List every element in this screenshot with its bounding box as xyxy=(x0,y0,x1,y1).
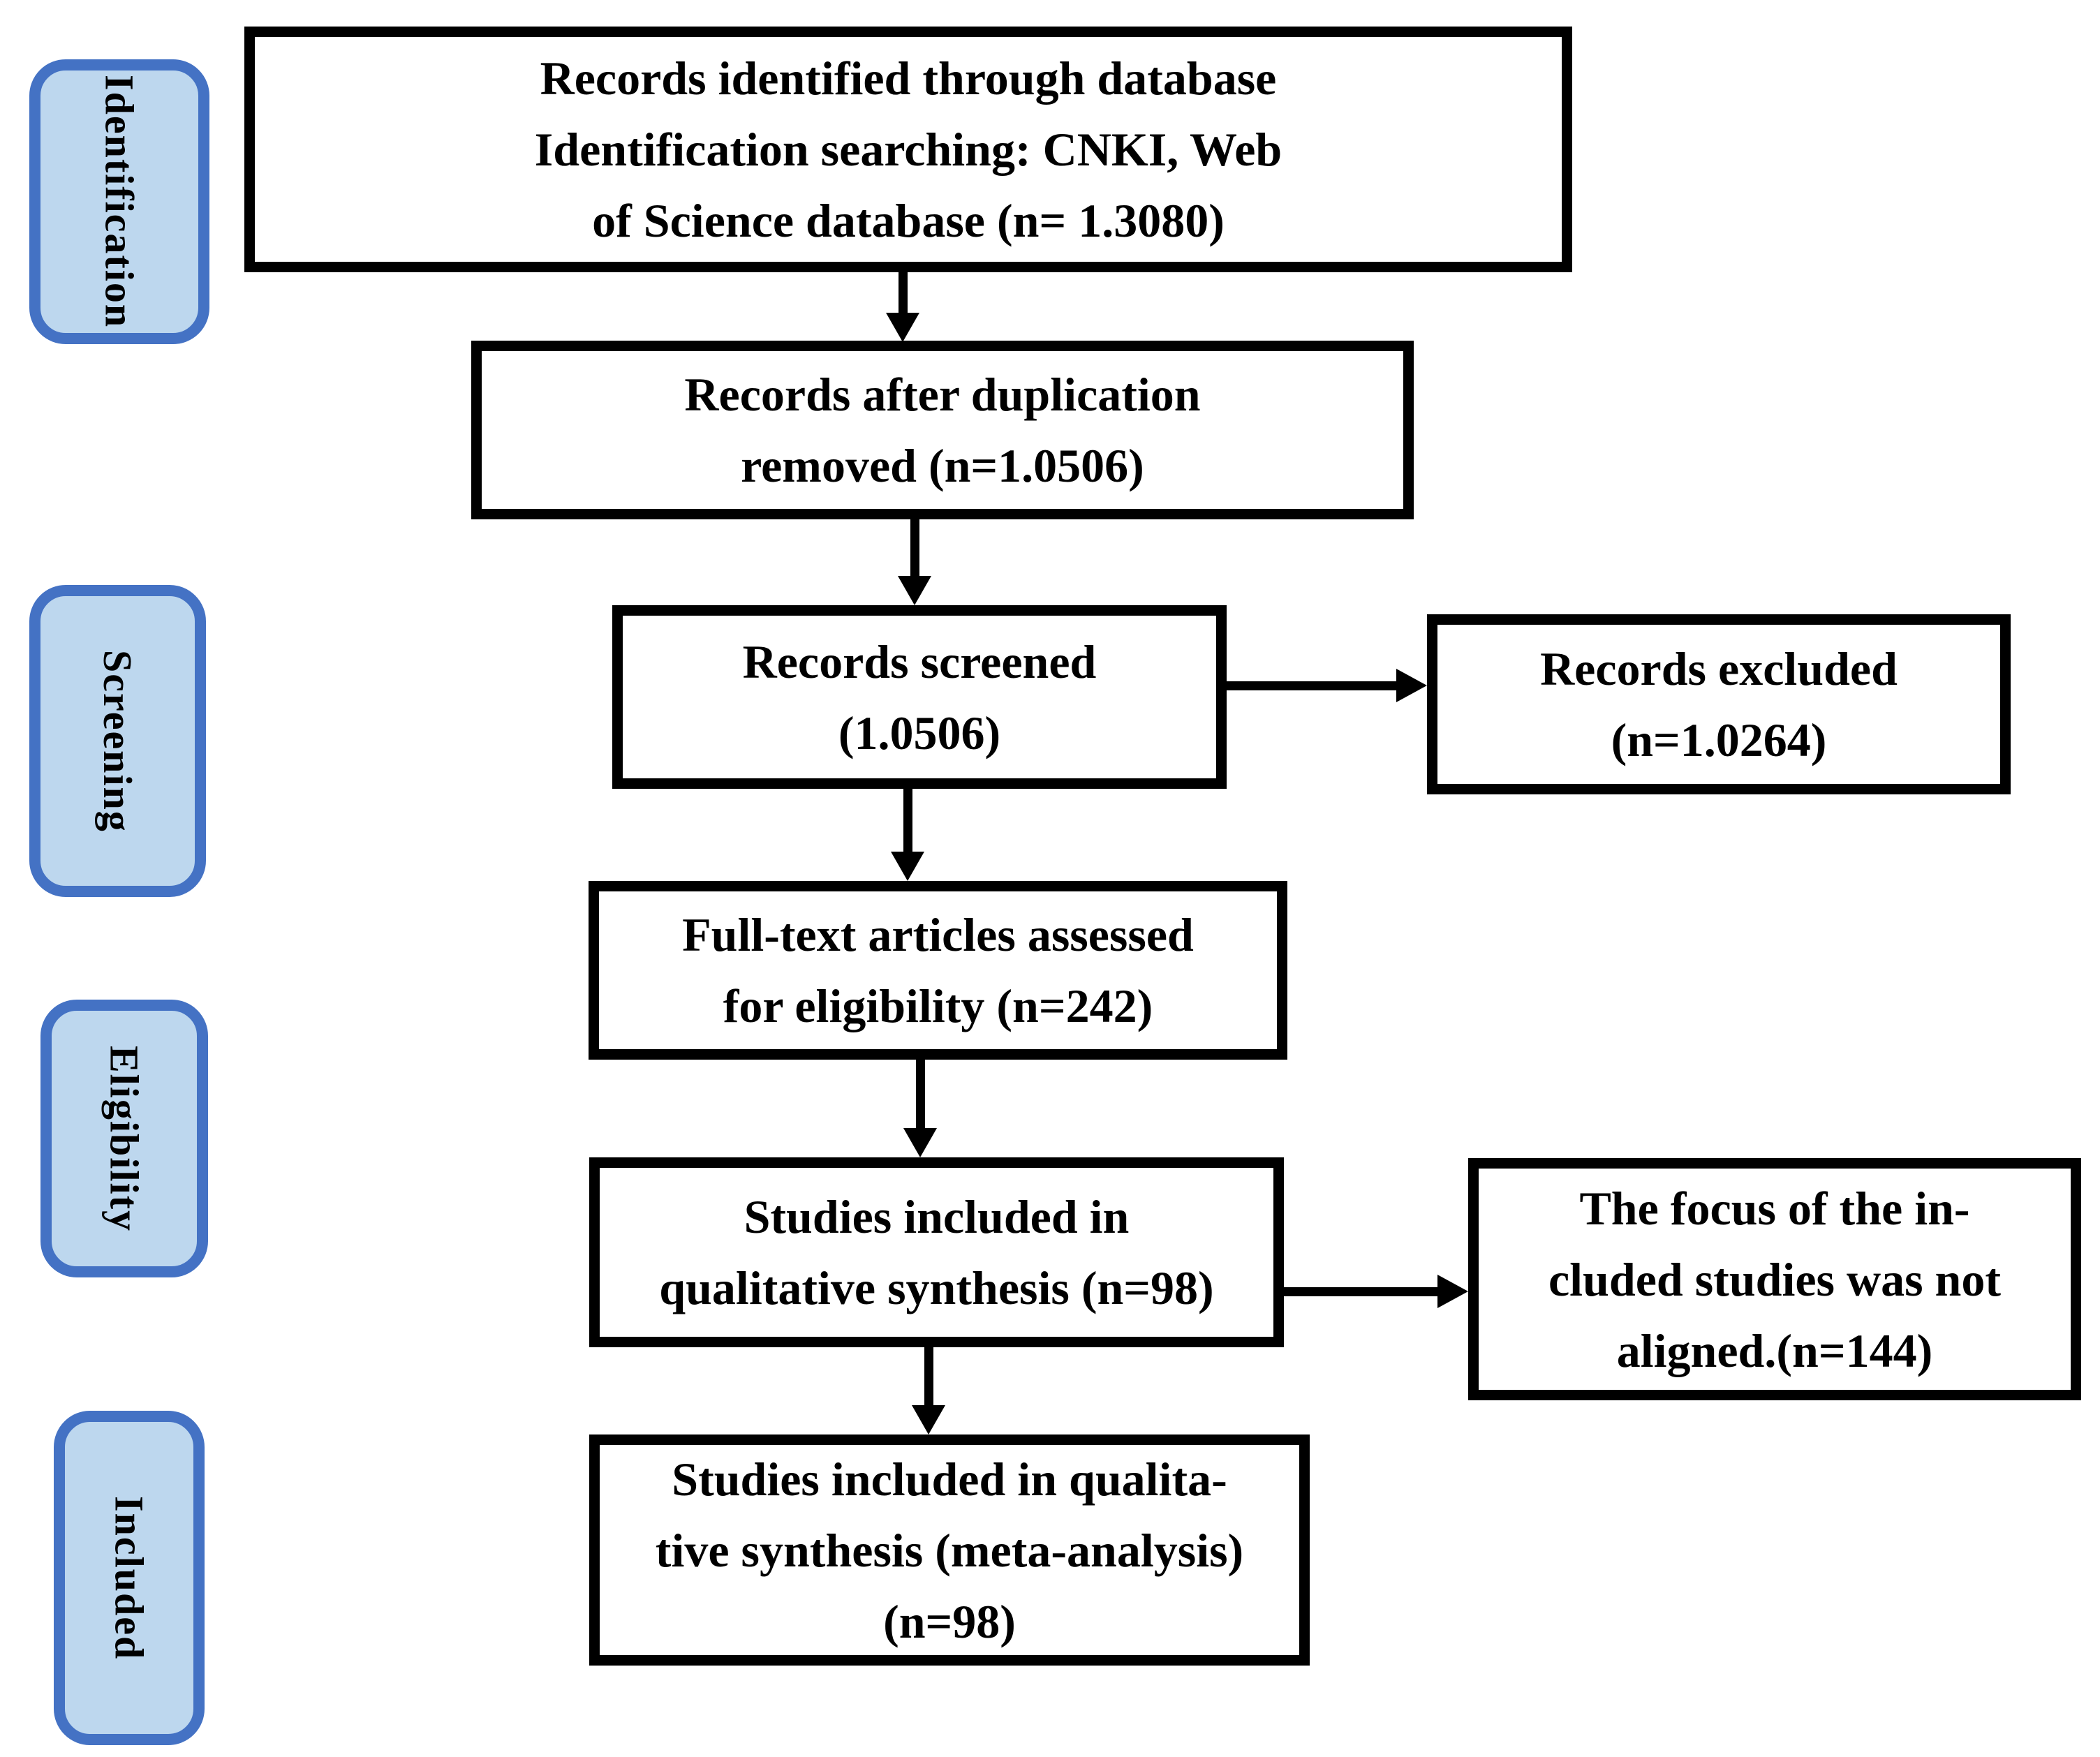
box-duplicates-removed: Records after duplication removed (n=1.0… xyxy=(471,341,1414,519)
stage-screening: Screening xyxy=(29,585,206,897)
arrow-down-2-stem xyxy=(910,519,919,579)
stage-identification-label: Identification xyxy=(96,75,142,329)
arrow-down-4-head xyxy=(903,1128,937,1157)
arrow-right-1-head xyxy=(1396,669,1427,702)
stage-screening-label: Screening xyxy=(95,649,140,833)
arrow-down-1-stem xyxy=(899,272,908,316)
box-qualitative-synthesis-text: Studies included in qualitative synthesi… xyxy=(659,1190,1214,1314)
arrow-down-3-head xyxy=(891,852,924,881)
arrow-right-2-head xyxy=(1437,1275,1468,1308)
arrow-down-2-head xyxy=(898,576,931,605)
box-duplicates-removed-text: Records after duplication removed (n=1.0… xyxy=(684,368,1201,492)
box-focus-not-aligned: The focus of the in- cluded studies was … xyxy=(1468,1158,2081,1400)
box-records-excluded: Records excluded (n=1.0264) xyxy=(1427,614,2011,794)
arrow-down-1-head xyxy=(886,313,919,342)
box-records-excluded-text: Records excluded (n=1.0264) xyxy=(1540,642,1898,766)
box-fulltext-assessed-text: Full-text articles assessed for eligibil… xyxy=(682,908,1194,1032)
stage-eligibility-label: Eligibility xyxy=(101,1045,147,1232)
box-records-screened: Records screened (1.0506) xyxy=(612,605,1227,789)
stage-included: Included xyxy=(54,1411,205,1745)
arrow-down-4-stem xyxy=(916,1060,925,1129)
box-meta-analysis: Studies included in qualita- tive synthe… xyxy=(589,1434,1310,1666)
stage-included-label: Included xyxy=(106,1495,152,1661)
arrow-down-5-stem xyxy=(924,1347,933,1407)
box-meta-analysis-text: Studies included in qualita- tive synthe… xyxy=(655,1452,1244,1648)
stage-identification: Identification xyxy=(29,59,209,344)
box-records-identified: Records identified through database Iden… xyxy=(244,27,1572,272)
arrow-right-2-stem xyxy=(1284,1287,1439,1296)
stage-eligibility: Eligibility xyxy=(40,1000,208,1277)
arrow-down-5-head xyxy=(912,1405,945,1434)
box-qualitative-synthesis: Studies included in qualitative synthesi… xyxy=(589,1157,1284,1347)
arrow-right-1-stem xyxy=(1227,681,1398,690)
box-fulltext-assessed: Full-text articles assessed for eligibil… xyxy=(589,881,1287,1060)
box-records-screened-text: Records screened (1.0506) xyxy=(742,635,1097,759)
box-records-identified-text: Records identified through database Iden… xyxy=(534,52,1282,247)
box-focus-not-aligned-text: The focus of the in- cluded studies was … xyxy=(1548,1181,2002,1377)
arrow-down-3-stem xyxy=(903,789,912,854)
